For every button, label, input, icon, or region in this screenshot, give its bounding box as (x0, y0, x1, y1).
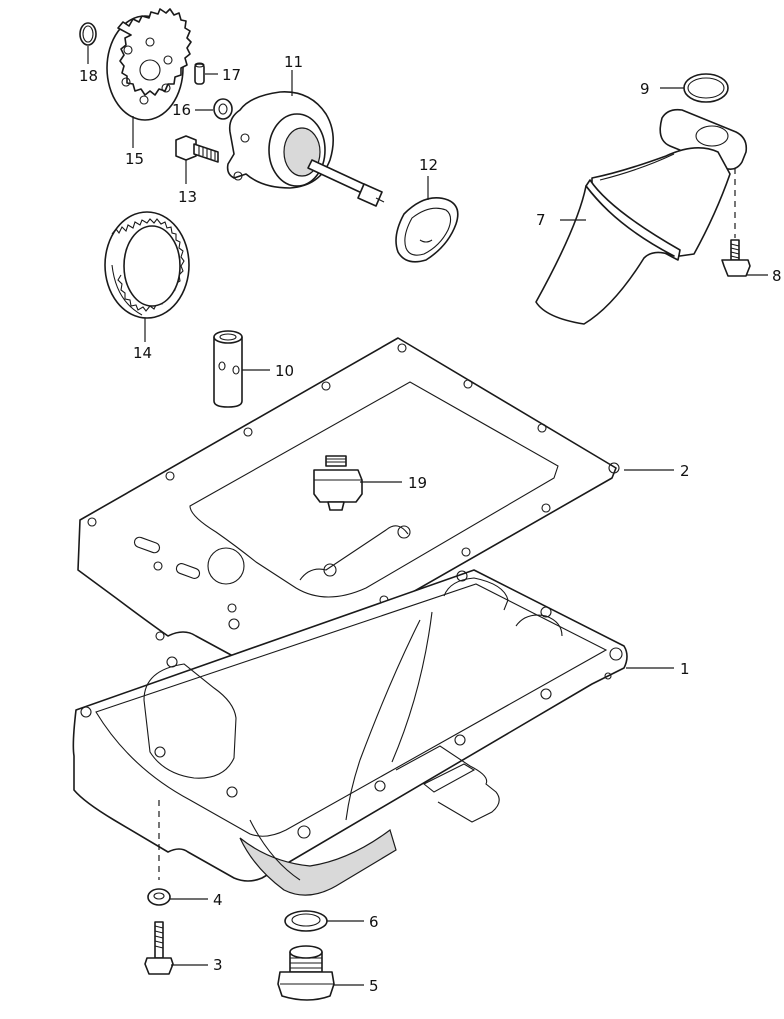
callout-12: 12 (419, 156, 438, 174)
o-ring-part-9[interactable] (683, 73, 729, 103)
circlip-part-18[interactable] (79, 22, 97, 46)
washer-part-4[interactable] (147, 888, 171, 906)
callout-19: 19 (408, 474, 427, 492)
callout-13: 13 (178, 188, 197, 206)
oil-pan-part-1[interactable] (72, 569, 628, 896)
oil-strainer-part-7[interactable] (535, 108, 748, 325)
callout-3: 3 (213, 956, 223, 974)
callout-8: 8 (772, 267, 782, 285)
pump-gasket-part-12[interactable] (395, 197, 459, 263)
oil-pressure-switch-part-19[interactable] (313, 455, 363, 511)
drain-washer-part-6[interactable] (284, 910, 328, 932)
callout-4: 4 (213, 891, 223, 909)
callout-9: 9 (640, 80, 650, 98)
callout-5: 5 (369, 977, 379, 995)
sprocket-part-15[interactable] (106, 8, 192, 121)
callout-11: 11 (284, 53, 303, 71)
callout-15: 15 (125, 150, 144, 168)
callout-14: 14 (133, 344, 152, 362)
callout-1: 1 (680, 660, 690, 678)
callout-16: 16 (172, 101, 191, 119)
callout-2: 2 (680, 462, 690, 480)
bolt-part-13[interactable] (175, 135, 219, 163)
callout-18: 18 (79, 67, 98, 85)
oil-pump-part-11[interactable] (226, 91, 385, 207)
dowel-pin-part-17[interactable] (194, 62, 205, 85)
callout-7: 7 (536, 211, 546, 229)
callout-6: 6 (369, 913, 379, 931)
washer-part-16[interactable] (213, 98, 233, 120)
pipe-part-10[interactable] (213, 330, 243, 408)
bolt-part-8[interactable] (721, 239, 751, 277)
drain-plug-part-5[interactable] (277, 945, 335, 1001)
bolt-part-3[interactable] (144, 921, 174, 975)
callout-17: 17 (222, 66, 241, 84)
callout-10: 10 (275, 362, 294, 380)
driven-gear-part-14[interactable] (104, 211, 190, 319)
